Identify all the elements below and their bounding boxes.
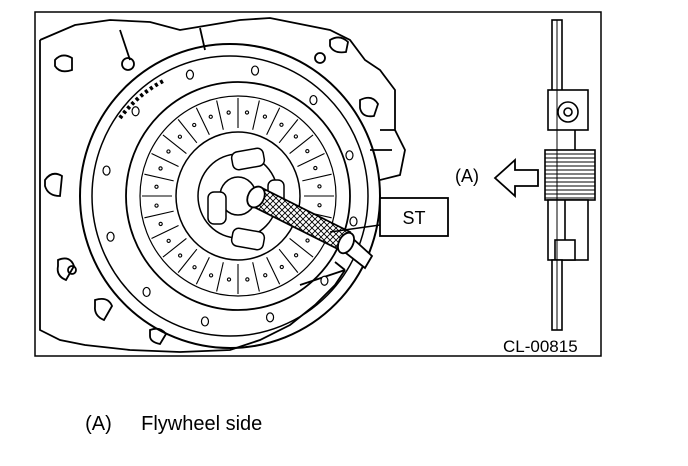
disc-rivet — [244, 110, 250, 115]
disc-rivet — [158, 221, 163, 227]
clutch-disc — [125, 81, 351, 311]
disc-rivet — [192, 122, 197, 128]
special-tool-st — [246, 185, 374, 270]
disc-rivet — [208, 114, 213, 119]
disc-rivet — [192, 265, 197, 270]
callout-a: (A) — [455, 166, 479, 186]
disc-rivet — [208, 273, 214, 278]
disc-segment-line — [151, 225, 179, 240]
disc-segment-line — [162, 134, 187, 155]
figure-code: CL-00815 — [503, 337, 578, 356]
disc-rivet — [279, 122, 284, 127]
disc-rivet — [317, 184, 322, 189]
disc-segment-line — [151, 152, 179, 167]
disc-rivet — [226, 110, 231, 115]
cover-bolt — [309, 94, 318, 106]
disc-rivet — [305, 149, 310, 154]
disc-rivet — [166, 149, 171, 154]
disc-rivet — [166, 238, 171, 243]
disc-rivet — [317, 203, 322, 208]
clutch-cover — [79, 43, 381, 349]
legend-caption: (A) Flywheel side — [74, 390, 262, 436]
st-label: ST — [402, 208, 425, 228]
disc-segment-line — [302, 173, 332, 182]
disc-segment-line — [297, 152, 325, 167]
disc-rivet — [293, 134, 299, 139]
disc-rivet — [263, 273, 268, 278]
cover-bolt — [320, 275, 329, 286]
disc-segment-line — [252, 100, 260, 130]
cover-bolt — [106, 231, 115, 242]
legend-key: (A) — [85, 413, 112, 435]
disc-segment-line — [195, 257, 210, 285]
cover-bolt — [102, 165, 111, 176]
disc-segment-line — [289, 134, 314, 155]
cover-bolt — [345, 150, 354, 161]
disc-segment-line — [252, 262, 260, 292]
disc-rivet — [154, 184, 159, 189]
cover-bolt — [200, 316, 210, 327]
disc-rivet — [245, 277, 250, 282]
disc-segment-line — [177, 119, 198, 144]
disc-rivet — [293, 253, 299, 258]
disc-rivet — [226, 277, 232, 282]
cover-bolt — [131, 106, 140, 117]
disc-rivet — [154, 203, 159, 208]
legend-text: Flywheel side — [141, 413, 263, 435]
disc-segment-line — [162, 237, 187, 258]
disc-segment-line — [278, 119, 299, 144]
disc-segment-line — [177, 248, 198, 273]
cover-bolt — [185, 69, 195, 80]
disc-rivet — [158, 166, 163, 171]
disc-rivet — [313, 165, 318, 171]
cover-bolt — [265, 312, 275, 323]
disc-segment-line — [266, 107, 281, 135]
cover-bolt — [142, 286, 151, 298]
cover-bolt — [250, 65, 260, 76]
disc-segment-line — [195, 107, 210, 135]
st-label-box: ST — [329, 197, 449, 237]
disc-rivet — [279, 264, 284, 270]
cover-bolt — [349, 216, 358, 227]
engine-housing — [39, 17, 406, 353]
disc-rivet — [305, 238, 310, 243]
disc-segment-line — [144, 173, 174, 182]
cover-bolts — [102, 65, 358, 327]
disc-segment-line — [266, 257, 281, 285]
disc-segment-line — [216, 100, 224, 130]
disc-segment-line — [216, 262, 224, 292]
disc-segment-line — [144, 210, 174, 219]
disc-segment-line — [289, 237, 314, 258]
disc-rivet — [262, 114, 268, 119]
clutch-side-view — [544, 19, 596, 331]
disc-segment-line — [278, 248, 299, 273]
disc-rivet — [177, 134, 183, 139]
flywheel-side-arrow: (A) — [455, 157, 539, 199]
disc-rivet — [177, 253, 183, 258]
